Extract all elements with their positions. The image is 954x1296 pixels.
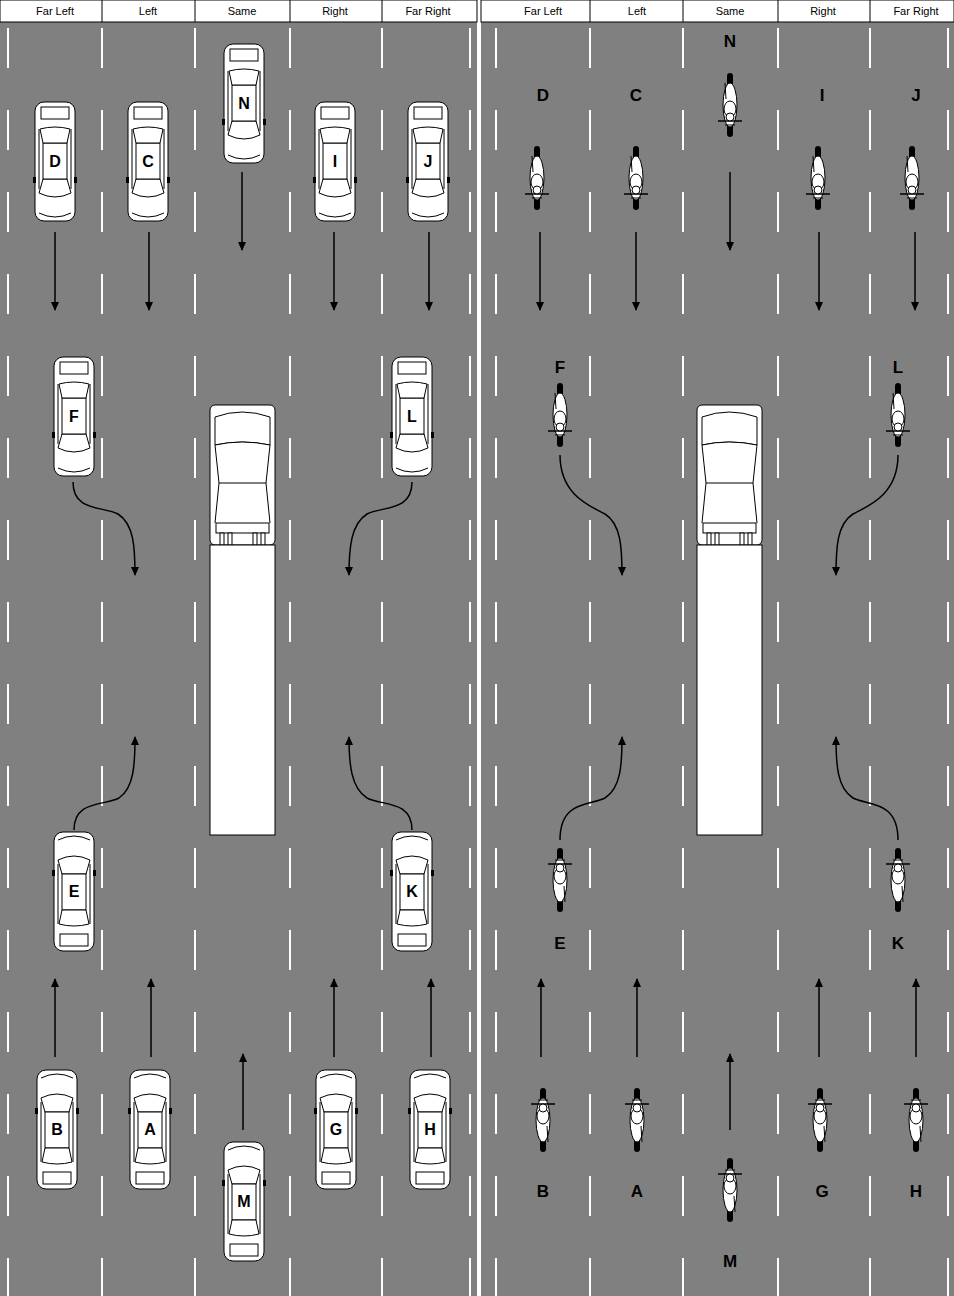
motorcycle-letter: F [555,358,565,378]
car-shape: A [128,1068,172,1191]
car-shape: L [390,355,434,478]
motorcycle-letter: I [820,86,825,106]
car-letter: C [140,153,156,171]
car-letter: L [405,408,419,426]
car-letter: F [67,408,81,426]
motorcycle-letter: N [724,32,736,52]
car-letter: M [235,1193,252,1211]
motorcycle-letter: J [911,86,920,106]
car-letter: H [422,1121,438,1139]
motorcycle-letter: B [537,1182,549,1202]
lane-header: Right [810,5,836,17]
motorcycles [525,73,928,1222]
car-letter: K [404,883,420,901]
car-shape: M [222,1140,266,1263]
motorcycle-letter: G [815,1182,828,1202]
car-shape: B [35,1068,79,1191]
lane-header: Left [628,5,646,17]
car-letter: B [49,1121,65,1139]
lane-header: Same [228,5,257,17]
car-letter: A [142,1121,158,1139]
motorcycle-letter: A [631,1182,643,1202]
car-letter: J [422,153,435,171]
motorcycle-letter: C [630,86,642,106]
lane-header: Same [716,5,745,17]
car-letter: G [328,1121,344,1139]
car-shape: D [33,100,77,223]
car-letter: E [67,883,82,901]
car-shape: F [52,355,96,478]
car-shape: N [222,42,266,165]
car-letter: I [331,153,339,171]
car-shape: C [126,100,170,223]
lane-header: Far Right [405,5,450,17]
lane-header: Far Left [524,5,562,17]
lane-header: Left [139,5,157,17]
motorcycle-letter: E [554,934,565,954]
car-shape: J [406,100,450,223]
car-shape: H [408,1068,452,1191]
car-shape: E [52,830,96,953]
motorcycle-letter: H [910,1182,922,1202]
car-shape: I [313,100,357,223]
motorcycle-letter: M [723,1252,737,1272]
car-letter: D [47,153,63,171]
motorcycle-letter: K [892,934,904,954]
car-letter: N [236,95,252,113]
lane-header: Right [322,5,348,17]
motorcycle-letter: L [893,358,903,378]
lane-header: Far Left [36,5,74,17]
lane-header: Far Right [893,5,938,17]
car-shape: K [390,830,434,953]
car-shape: G [314,1068,358,1191]
motorcycle-letter: D [537,86,549,106]
